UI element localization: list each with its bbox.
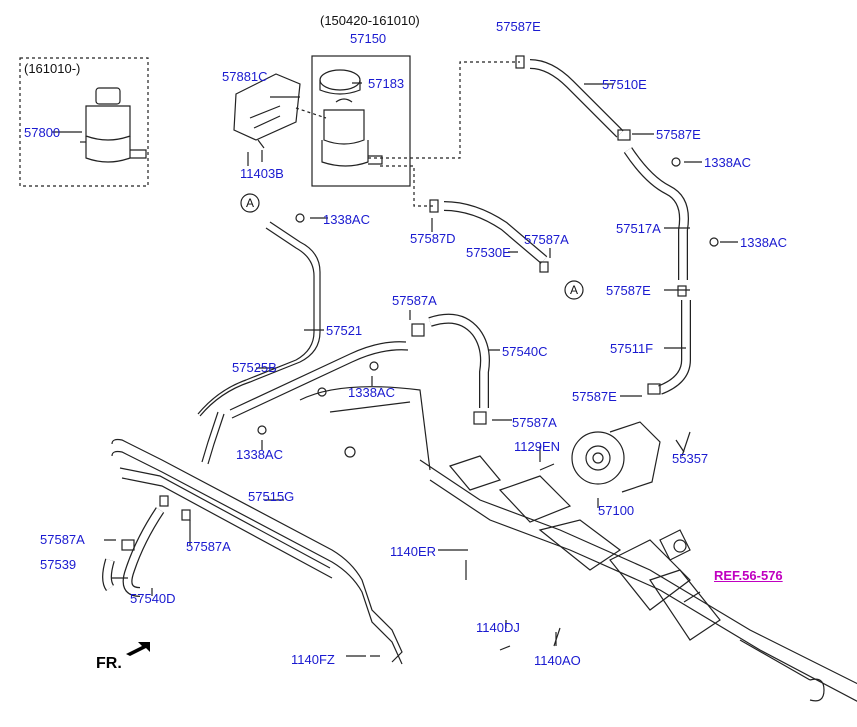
ref-link-56-576[interactable]: REF.56-576 [714,568,783,583]
part-label-57150[interactable]: 57150 [350,31,387,46]
marker-a-right-letter: A [570,283,579,297]
forward-arrow-icon [126,642,150,656]
part-label-57587A-1[interactable]: 57587A [524,232,569,247]
part-label-57515G[interactable]: 57515G [248,489,295,504]
part-label-1338AC-r1[interactable]: 1338AC [704,155,751,170]
part-label-57587A-2[interactable]: 57587A [392,293,437,308]
part-label-57517A[interactable]: 57517A [616,221,661,236]
pump-57100-drawing [571,421,661,493]
part-label-1140FZ[interactable]: 1140FZ [291,652,335,667]
part-label-57800[interactable]: 57800 [24,125,61,140]
forward-label: FR. [96,655,122,672]
part-label-57540D[interactable]: 57540D [130,591,176,606]
part-label-1338AC-l1[interactable]: 1338AC [323,212,370,227]
part-label-57587E-r1[interactable]: 57587E [656,127,701,142]
part-label-57587E-r3[interactable]: 57587E [572,389,617,404]
marker-a-left-letter: A [246,196,255,210]
part-label-57100[interactable]: 57100 [598,503,635,518]
bracket-57881C-drawing [233,73,327,162]
part-label-57510E[interactable]: 57510E [602,77,647,92]
part-label-11403B[interactable]: 11403B [240,166,284,181]
steering-rack-drawing [299,386,857,702]
part-label-57521[interactable]: 57521 [326,323,363,338]
part-label-1140AO[interactable]: 1140AO [534,653,581,668]
part-label-57525B[interactable]: 57525B [232,360,277,375]
part-label-57183[interactable]: 57183 [368,76,405,91]
part-label-57587E-top[interactable]: 57587E [496,19,541,34]
part-label-57511F[interactable]: 57511F [610,341,654,356]
inset-range-label: (161010-) [24,61,81,76]
reservoir-57150-drawing [319,69,383,167]
part-label-57530E[interactable]: 57530E [466,245,511,260]
circle-marker-a-right [564,280,584,300]
part-label-1338AC-l2[interactable]: 1338AC [236,447,283,462]
part-label-57540C[interactable]: 57540C [502,344,548,359]
header-range-label: (150420-161010) [320,13,420,28]
part-label-57587A-5[interactable]: 57587A [186,539,231,554]
part-label-57587D[interactable]: 57587D [410,231,456,246]
part-label-55357[interactable]: 55357 [672,451,709,466]
reservoir-57800-drawing [80,87,147,163]
reservoir-frame [311,55,411,187]
inset-box [19,57,149,187]
circle-marker-a-left [240,193,260,213]
part-label-57587A-4[interactable]: 57587A [40,532,85,547]
part-label-57881C[interactable]: 57881C [222,69,268,84]
part-label-57587E-r2[interactable]: 57587E [606,283,651,298]
part-label-57587A-3[interactable]: 57587A [512,415,557,430]
part-label-1338AC-m[interactable]: 1338AC [348,385,395,400]
part-label-1338AC-r2[interactable]: 1338AC [740,235,787,250]
part-label-57539[interactable]: 57539 [40,557,77,572]
part-label-1140DJ[interactable]: 1140DJ [476,620,520,635]
part-label-1140ER[interactable]: 1140ER [390,544,437,559]
part-label-1129EN[interactable]: 1129EN [514,439,561,454]
